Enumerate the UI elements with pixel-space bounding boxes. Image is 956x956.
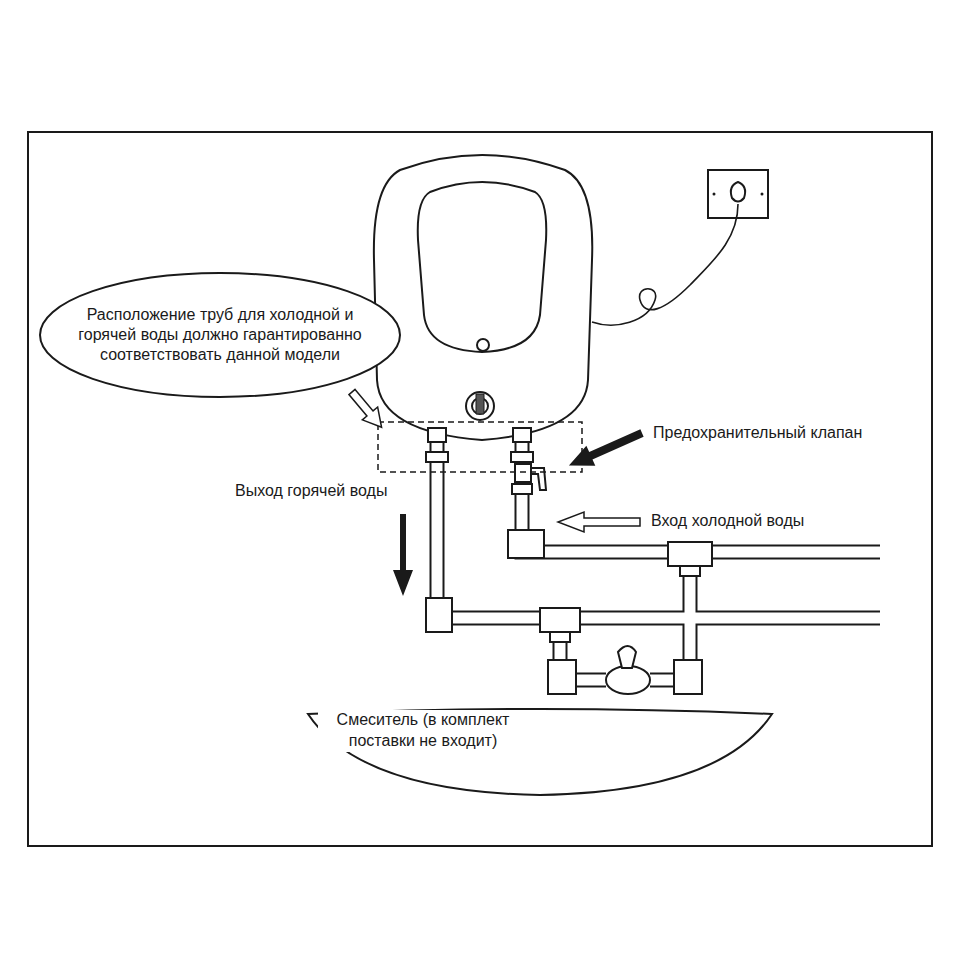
mixer-tap	[606, 646, 650, 694]
callout-bubble: Расположение труб для холодной и горячей…	[39, 272, 401, 398]
annotation-label: Выход горячей воды	[232, 481, 390, 502]
flow-arrow	[393, 514, 413, 596]
connection-zone	[378, 422, 582, 472]
frame	[28, 132, 932, 846]
annotation-label: Предохранительный клапан	[650, 423, 865, 444]
flow-arrow	[558, 512, 640, 532]
pipes	[437, 432, 880, 680]
fittings	[426, 428, 712, 694]
annotation-label: Вход холодной воды	[648, 511, 807, 532]
pointer-arrow	[564, 423, 646, 476]
annotation-label: Смеситель (в комплект поставки не входит…	[318, 710, 528, 752]
pointer-arrow	[344, 386, 389, 434]
sink-bowl	[308, 709, 772, 795]
indicator	[477, 339, 489, 351]
front-panel	[418, 182, 547, 352]
thermostat-knob	[466, 392, 494, 420]
water-heater	[374, 155, 592, 440]
callout-text: Расположение труб для холодной и горячей…	[75, 305, 365, 365]
power-cord	[592, 204, 738, 325]
safety-valve	[515, 464, 546, 490]
